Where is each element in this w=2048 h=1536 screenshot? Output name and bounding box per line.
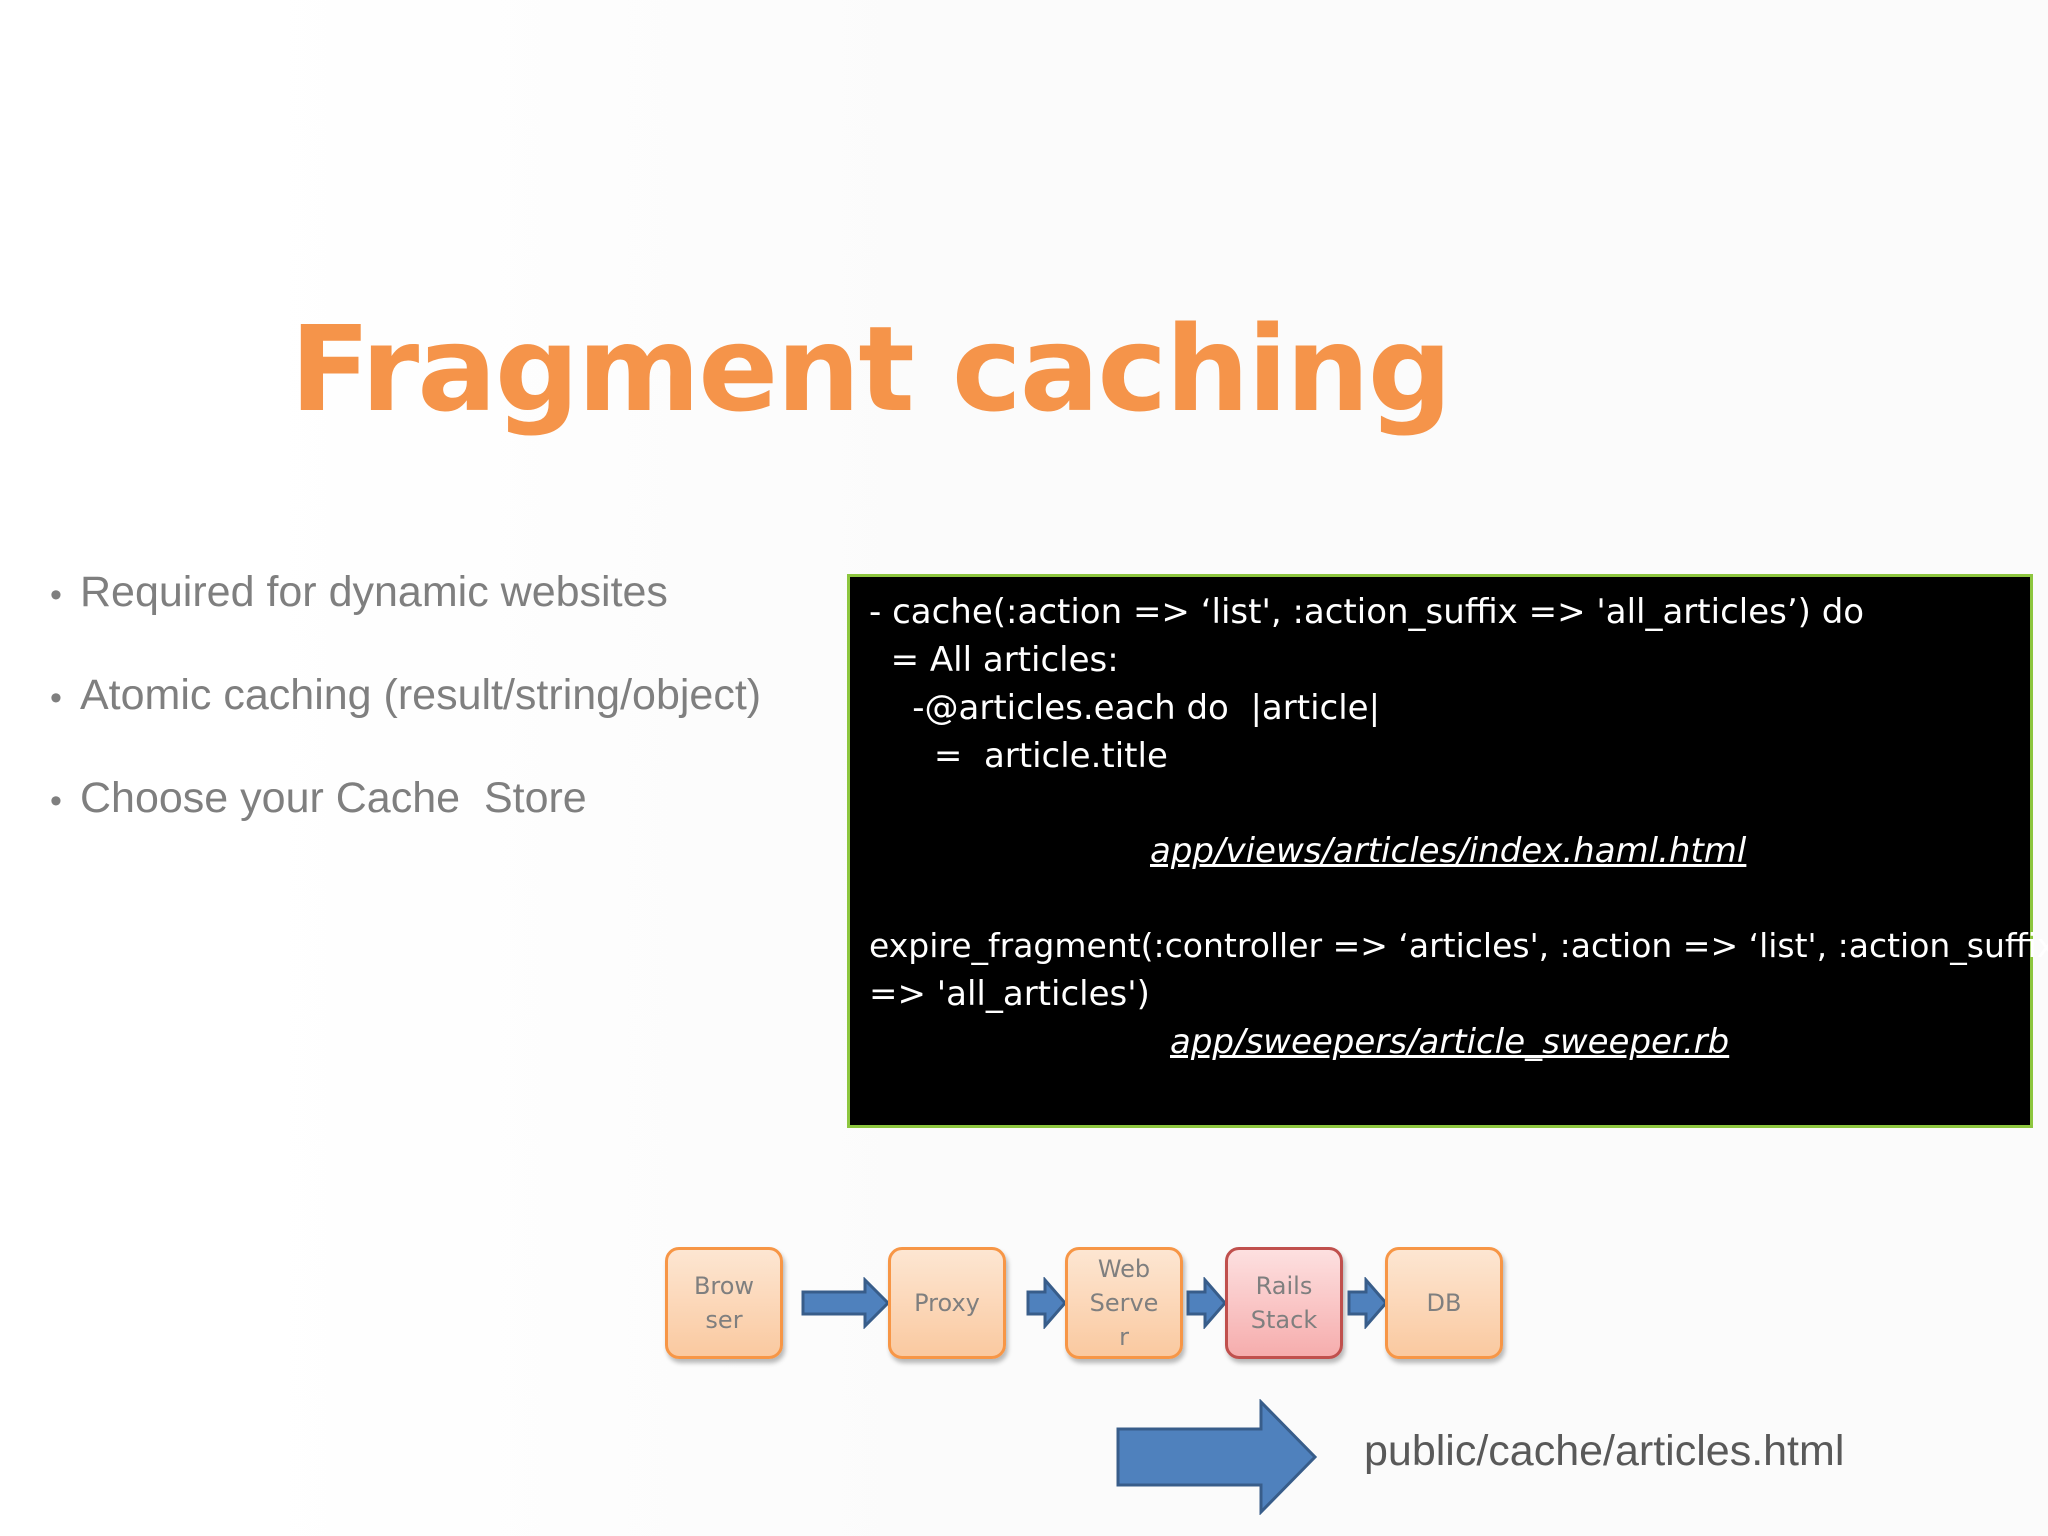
- db-label: DB: [1426, 1289, 1462, 1317]
- code-box: - cache(:action => ‘list', :action_suffi…: [847, 574, 2048, 1128]
- browser-label: Brow ser: [693, 1272, 755, 1334]
- code-line: - cache(:action => ‘list', :action_suffi…: [869, 592, 1865, 632]
- web-server-label: Web Serve r: [1089, 1255, 1159, 1351]
- arrow-right-icon: [1026, 1277, 1067, 1329]
- bullet-item: Atomic caching (result/string/object): [50, 671, 761, 774]
- rails-stack-label: Rails Stack: [1250, 1272, 1318, 1334]
- arrow-right-icon: [1186, 1277, 1227, 1329]
- arrow-right-icon: [801, 1277, 891, 1329]
- arrow-right-icon: [1347, 1277, 1388, 1329]
- bullet-item: Required for dynamic websites: [50, 568, 761, 671]
- slide-title: Fragment caching: [290, 300, 1452, 438]
- rails-stack-box: Rails Stack: [1225, 1247, 1343, 1359]
- code-line: = article.title: [869, 736, 1168, 776]
- code-line: = All articles:: [869, 640, 1119, 680]
- web-server-box: Web Serve r: [1065, 1247, 1183, 1359]
- view-file-path: app/views/articles/index.haml.html: [1150, 831, 1747, 871]
- bullet-item: Choose your Cache Store: [50, 774, 761, 877]
- code-line: -@articles.each do |article|: [869, 688, 1381, 728]
- sweeper-file-path: app/sweepers/article_sweeper.rb: [1170, 1022, 1730, 1062]
- proxy-label: Proxy: [914, 1289, 980, 1317]
- big-arrow-right-icon: [1116, 1399, 1318, 1515]
- expire-code-line: => 'all_articles'): [869, 974, 1150, 1014]
- expire-code-line: expire_fragment(:controller => ‘articles…: [869, 926, 2048, 965]
- browser-box: Brow ser: [665, 1247, 783, 1359]
- proxy-box: Proxy: [888, 1247, 1006, 1359]
- db-box: DB: [1385, 1247, 1503, 1359]
- cache-output-path: public/cache/articles.html: [1364, 1427, 1845, 1475]
- bullet-list: Required for dynamic websites Atomic cac…: [50, 568, 761, 877]
